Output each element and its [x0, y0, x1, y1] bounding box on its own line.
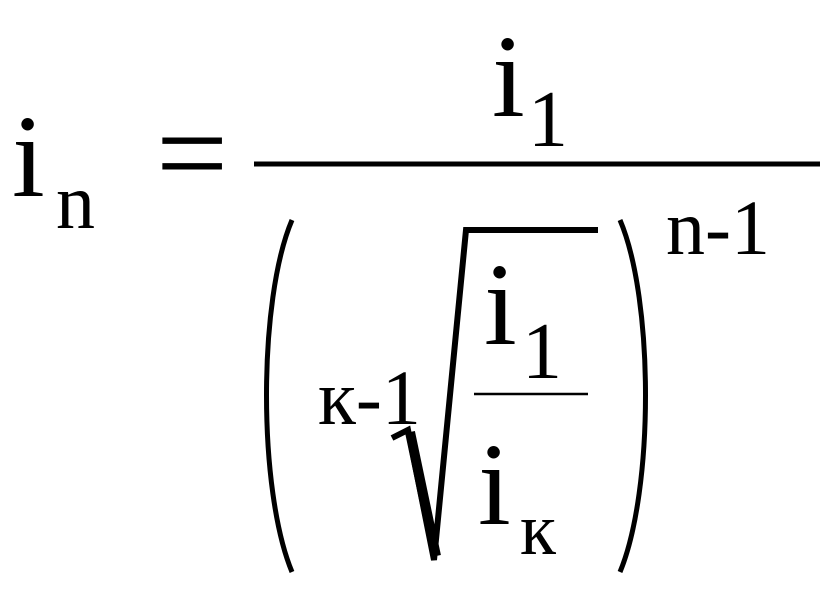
numerator-subscript: 1: [528, 76, 568, 164]
inner-denominator-base: i: [478, 419, 511, 550]
equals-sign: =: [156, 82, 228, 224]
exponent: n-1: [666, 184, 770, 271]
inner-numerator-subscript: 1: [522, 308, 562, 396]
inner-denominator-subscript: к: [520, 489, 557, 571]
radical-sign-stem: [405, 430, 441, 558]
lhs-subscript: n: [56, 158, 95, 245]
left-parenthesis: [264, 219, 295, 573]
root-index: к-1: [318, 354, 421, 441]
lhs-base: i: [12, 91, 45, 222]
right-parenthesis: [617, 219, 648, 573]
radical-sign: [390, 227, 598, 561]
inner-numerator-base: i: [484, 239, 517, 370]
numerator-base: i: [492, 11, 525, 142]
